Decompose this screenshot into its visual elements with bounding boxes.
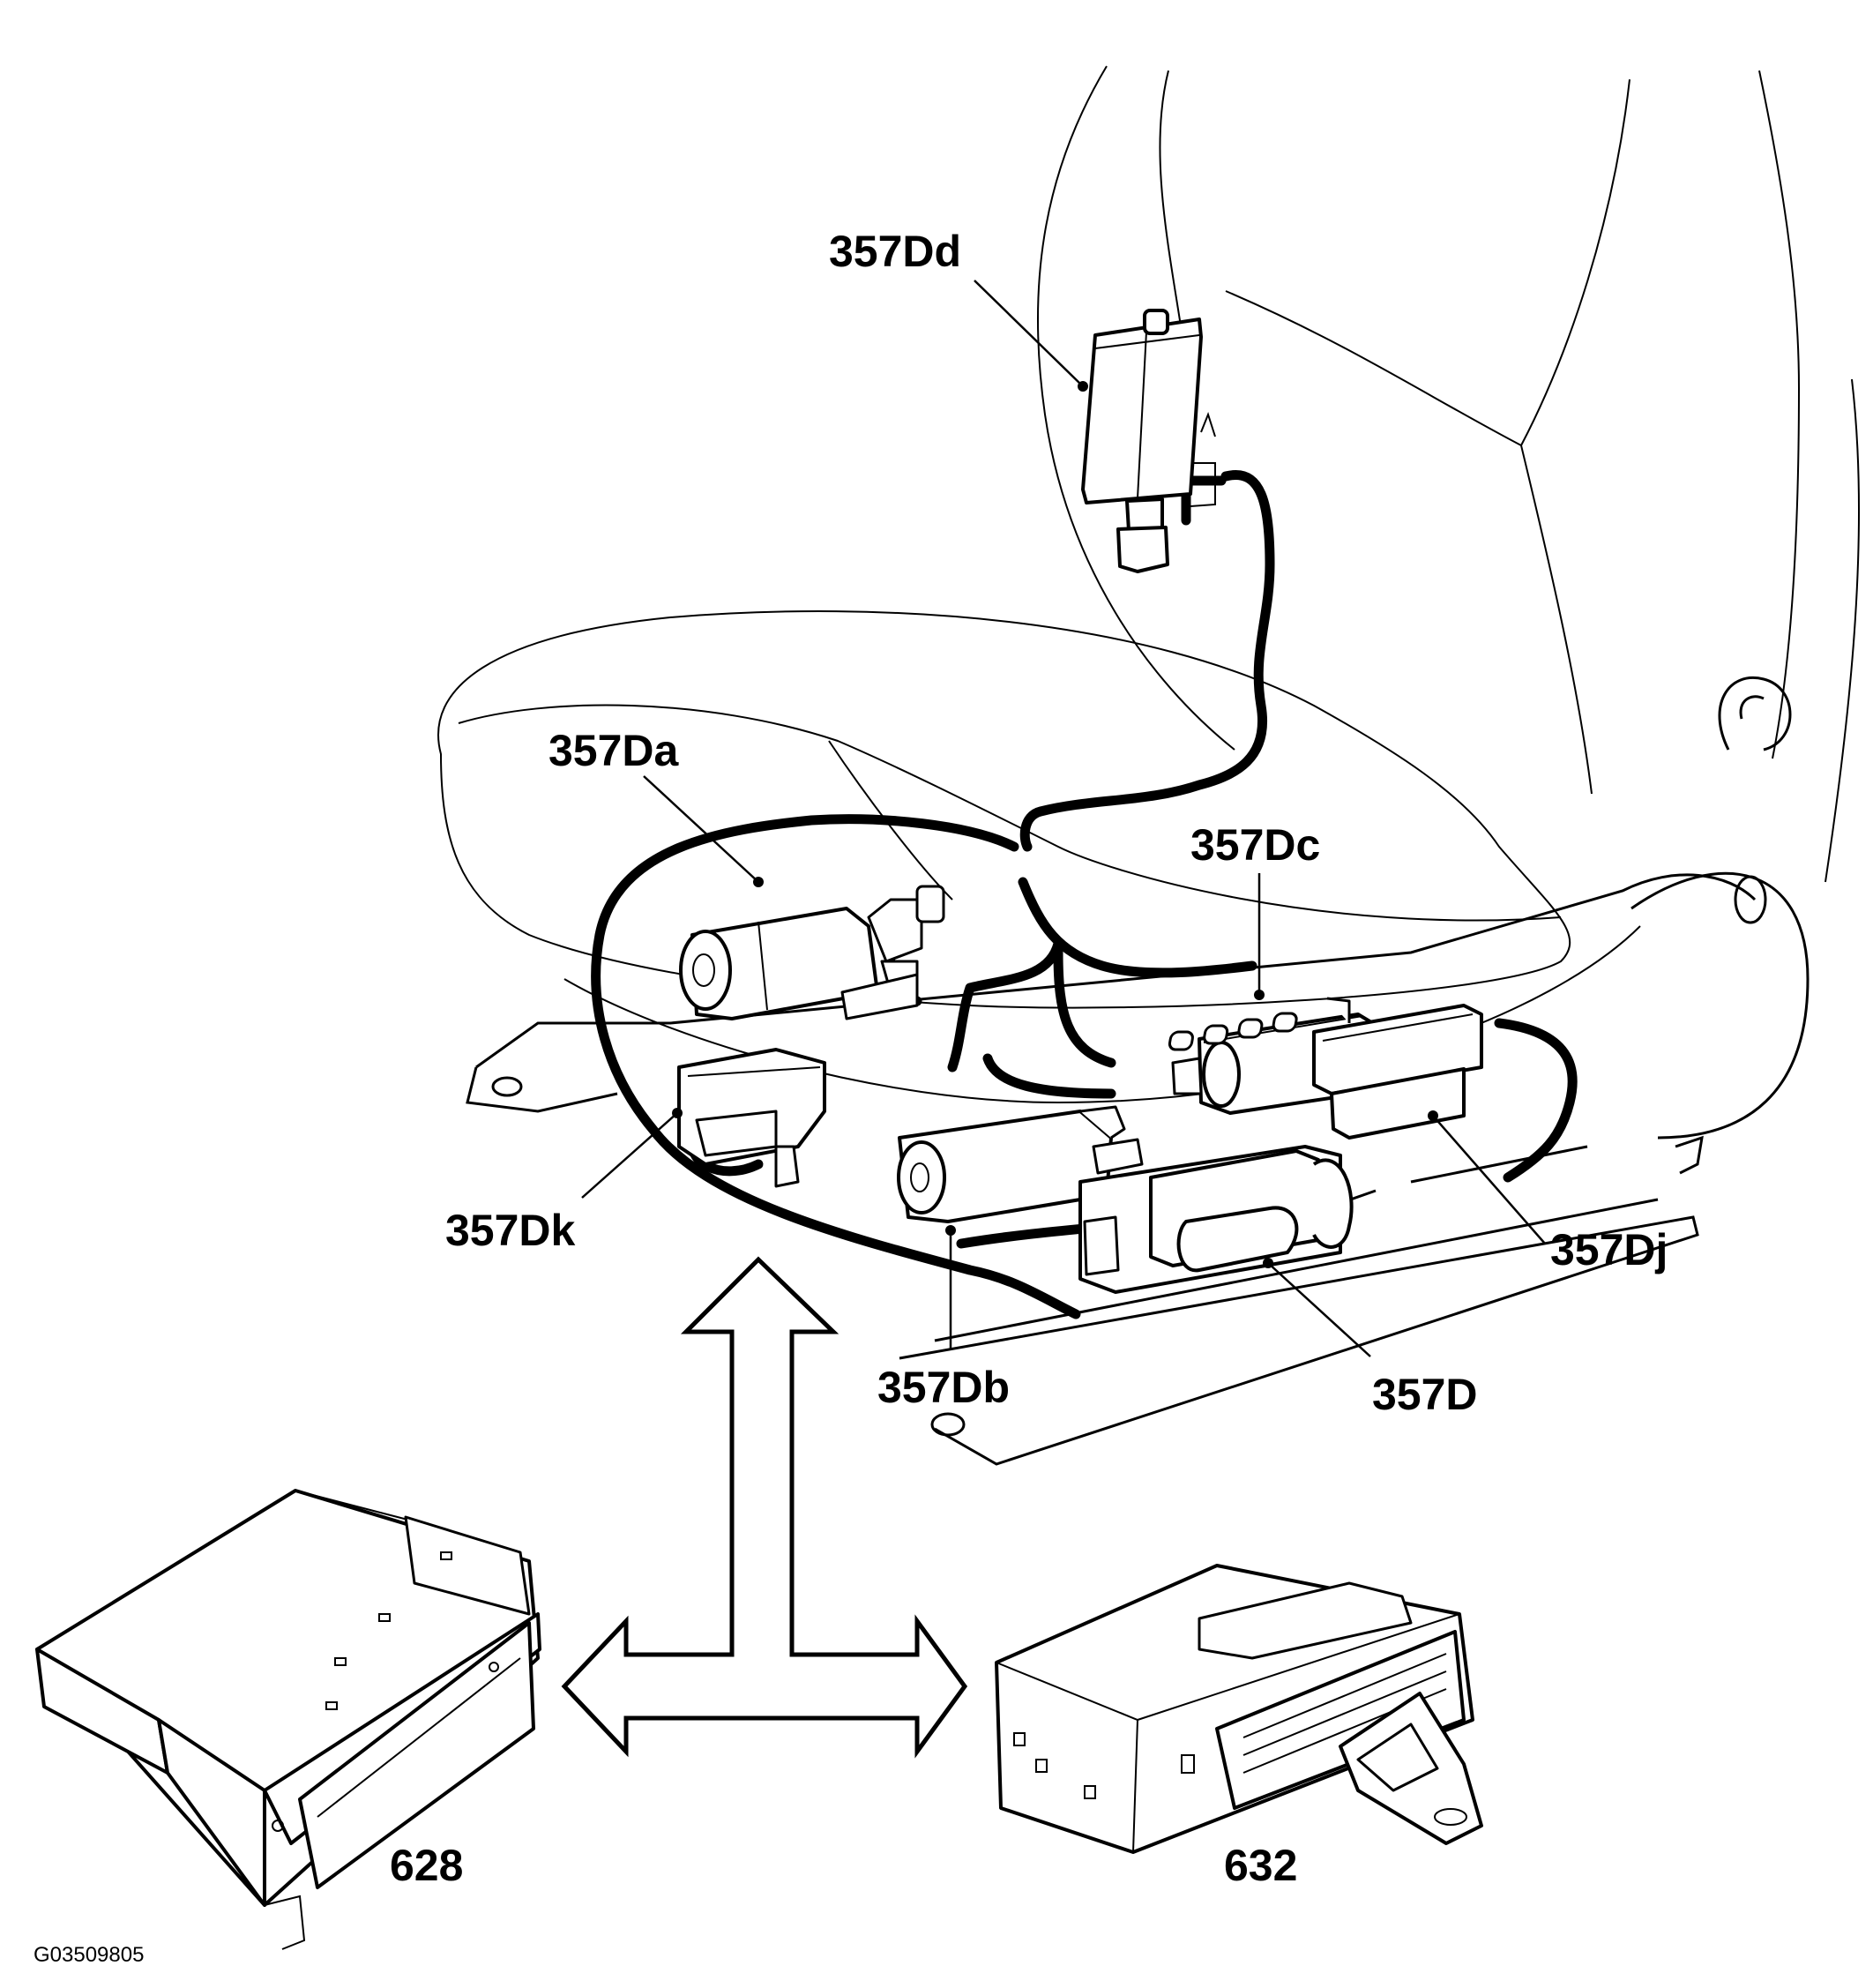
motor-357Dd xyxy=(1081,309,1216,573)
control-module-628 xyxy=(35,1489,541,1950)
seat-frame xyxy=(466,676,1810,1466)
label-357Dc: 357Dc xyxy=(1190,820,1320,870)
label-632: 632 xyxy=(1224,1841,1297,1890)
control-module-632 xyxy=(995,1564,1483,1854)
seat-module-357D xyxy=(1078,1145,1354,1294)
seat-cushion xyxy=(437,610,1641,1104)
connector-357Dk xyxy=(677,1048,826,1188)
label-357Dj: 357Dj xyxy=(1550,1225,1668,1274)
leader-lines xyxy=(581,280,1546,1357)
switch-357Dj xyxy=(1168,1004,1483,1140)
label-357Dk: 357Dk xyxy=(445,1206,576,1255)
bidirectional-arrow-icon xyxy=(561,1256,968,1759)
label-357Da: 357Da xyxy=(548,726,680,775)
label-357Db: 357Db xyxy=(877,1363,1010,1412)
callout-labels: 357Dd 357Da 357Dc 357Dk 357Db 357Dj 357D… xyxy=(34,227,1668,1967)
motor-357Db xyxy=(897,1105,1144,1223)
wiring-harness xyxy=(591,470,1578,1319)
label-357Dd: 357Dd xyxy=(829,227,961,276)
motor-357Da xyxy=(679,885,945,1020)
label-628: 628 xyxy=(390,1841,463,1890)
figure-id: G03509805 xyxy=(34,1943,144,1967)
label-357D: 357D xyxy=(1372,1370,1478,1419)
switch-button-icon xyxy=(1168,1012,1298,1051)
seat-backrest xyxy=(1037,65,1861,883)
